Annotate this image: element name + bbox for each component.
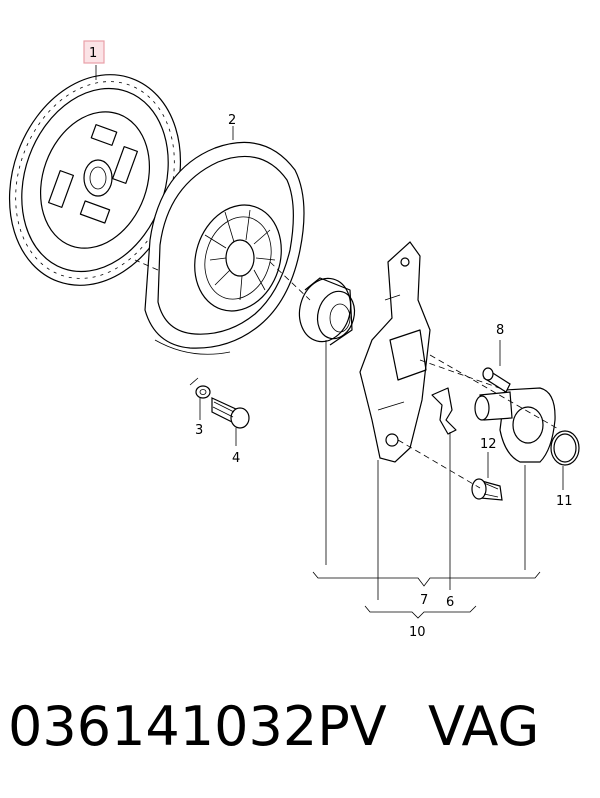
callout-4: 4 xyxy=(232,451,240,466)
callout-11: 11 xyxy=(556,494,573,509)
assembly-lines xyxy=(134,259,561,489)
guide-sleeve xyxy=(474,367,556,463)
group-brackets xyxy=(312,571,541,619)
brand-name: VAG xyxy=(428,695,540,758)
callout-labels: 1 2 3 4 8 12 11 7 6 10 xyxy=(89,46,573,640)
callout-1-highlight xyxy=(83,40,105,64)
callout-10: 10 xyxy=(409,625,426,640)
part-number-footer: 036141032PV VAG xyxy=(0,695,600,785)
callout-8: 8 xyxy=(496,323,504,338)
callout-1: 1 xyxy=(89,46,97,61)
callout-12: 12 xyxy=(480,437,497,452)
o-ring xyxy=(550,430,580,466)
pivot-bolt xyxy=(471,478,503,501)
release-bearing xyxy=(298,277,356,346)
release-fork xyxy=(359,241,431,463)
callout-2: 2 xyxy=(228,113,236,128)
callout-7: 7 xyxy=(420,593,428,608)
clutch-exploded-diagram: 1 2 3 4 8 12 11 7 6 10 xyxy=(8,40,580,640)
retaining-clip xyxy=(431,387,457,435)
leader-lines xyxy=(95,65,564,600)
part-number: 036141032PV xyxy=(8,695,387,758)
callout-6: 6 xyxy=(446,595,454,610)
callout-3: 3 xyxy=(195,423,203,438)
screw-and-washer xyxy=(189,377,250,429)
pressure-plate xyxy=(144,141,305,355)
